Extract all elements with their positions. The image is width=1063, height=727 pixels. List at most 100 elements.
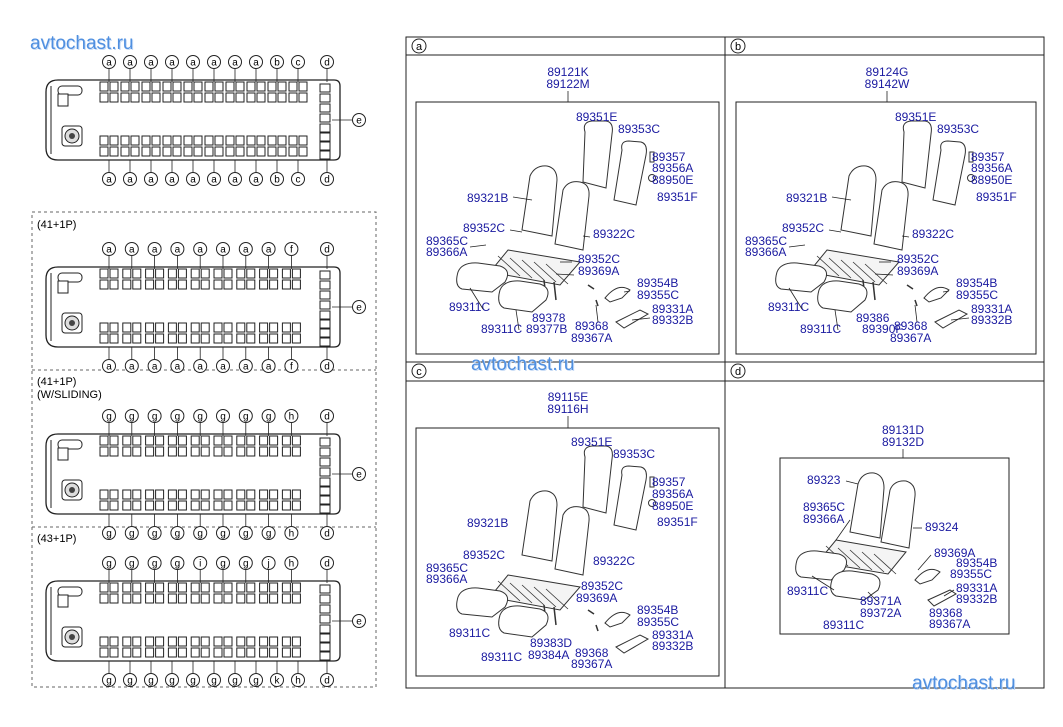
rear-seat [319, 150, 331, 160]
callout-leader [943, 589, 955, 597]
callout-leader [555, 273, 575, 276]
frame-bar [849, 549, 873, 571]
callout-letter: e [356, 470, 362, 481]
callout-leader [788, 244, 806, 248]
callout-circle [124, 556, 139, 570]
frame-bar [545, 588, 569, 610]
rear-seat [319, 141, 331, 151]
seat-type-callout: a [261, 359, 276, 373]
seat-cushion [456, 262, 509, 293]
seat-type-callout: g [147, 409, 162, 423]
callout-letter: a [148, 175, 154, 186]
seat-type-callout: f [284, 242, 299, 256]
callout-circle [165, 673, 179, 687]
callout-circle [170, 242, 185, 256]
rear-seat [319, 290, 331, 300]
callout-circle [284, 409, 299, 423]
callout-leader [867, 591, 878, 602]
seat-pair-lower [281, 322, 301, 344]
callout-letter: a [106, 58, 112, 69]
callout-letter: g [106, 412, 112, 423]
seat-type-callout: c [291, 55, 305, 69]
callout-circle [102, 673, 116, 687]
seat-type-callout: a [207, 55, 221, 69]
callout-letter: a [106, 362, 112, 373]
callout-leader [835, 519, 851, 541]
callout-circle [102, 409, 116, 423]
seat-pair-upper [236, 435, 256, 457]
seat-pair-lower [141, 135, 161, 157]
callout-letter: c [296, 58, 301, 69]
callout-leader [631, 317, 651, 321]
steering-hub [69, 320, 75, 326]
part-label: 89332B [971, 313, 1012, 327]
seat-pair-upper [204, 81, 224, 103]
panel-letter-badge: d [730, 363, 746, 379]
seat-type-callout: a [216, 242, 230, 256]
panel-a: 89121K89122M89351E89353C8935789356A88950… [415, 65, 720, 355]
callout-letter: g [152, 529, 158, 540]
seat-pair-upper [167, 268, 187, 290]
callout-letter: a [106, 175, 112, 186]
seat-pair-lower [145, 636, 165, 658]
badge-circle [730, 38, 746, 54]
callout-letter: a [232, 58, 238, 69]
seat-type-callout: a [102, 359, 116, 373]
callout-circle [320, 409, 334, 423]
callout-letter: c [296, 175, 301, 186]
seat-type-callout: i [193, 556, 208, 570]
seat-type-callout: g [228, 673, 242, 687]
callout-letter: a [243, 362, 249, 373]
seat-type-callout: g [170, 526, 185, 540]
frame-bar [533, 586, 557, 608]
callout-letter: g [266, 529, 272, 540]
rear-seat [319, 270, 331, 280]
panel-c: 89115E89116H89351E89353C8935789356A88950… [415, 390, 720, 677]
callout-leader [582, 235, 591, 238]
callout-letter: a [175, 362, 181, 373]
frame-bar [509, 582, 533, 604]
callout-letter: a [197, 245, 203, 256]
seat-pair-upper [99, 81, 119, 103]
rear-seat [319, 103, 331, 113]
callout-circle [193, 556, 208, 570]
seat-back [554, 506, 590, 576]
rear-seat [319, 132, 331, 142]
seat-type-callout: a [147, 242, 162, 256]
seat-type-callout: h [284, 556, 299, 570]
rear-seat [319, 486, 331, 496]
rear-seat [319, 337, 331, 347]
callout-letter: a [106, 245, 112, 256]
seat-pair-upper [259, 268, 279, 290]
callout-circle [320, 359, 334, 373]
callout-circle [147, 526, 162, 540]
backrest-cover [901, 120, 932, 189]
callout-circle [228, 55, 242, 69]
seat-type-callout: h [284, 526, 299, 540]
callout-circle [238, 556, 253, 570]
part-label: 89351F [657, 515, 698, 529]
callout-circle [102, 526, 116, 540]
part-label: 89321B [786, 191, 827, 205]
callout-circle [102, 359, 116, 373]
callout-circle [170, 526, 185, 540]
callout-letter: g [243, 559, 249, 570]
callout-circle [352, 113, 366, 127]
badge-letter: d [735, 366, 741, 378]
seat-pair-upper [213, 435, 233, 457]
seat-type-callout: a [102, 172, 116, 186]
seat-pair-lower [190, 322, 210, 344]
callout-circle [193, 409, 208, 423]
callout-circle [261, 409, 276, 423]
callout-circle [228, 673, 242, 687]
callout-circle [320, 55, 334, 69]
frame-bar [533, 261, 557, 283]
callout-circle [352, 300, 366, 314]
part-label: 89311C [768, 300, 809, 314]
callout-circle [352, 614, 366, 628]
seat-type-callout: f [284, 359, 299, 373]
seat-type-callout: g [124, 556, 139, 570]
panel-frame [735, 101, 1037, 355]
